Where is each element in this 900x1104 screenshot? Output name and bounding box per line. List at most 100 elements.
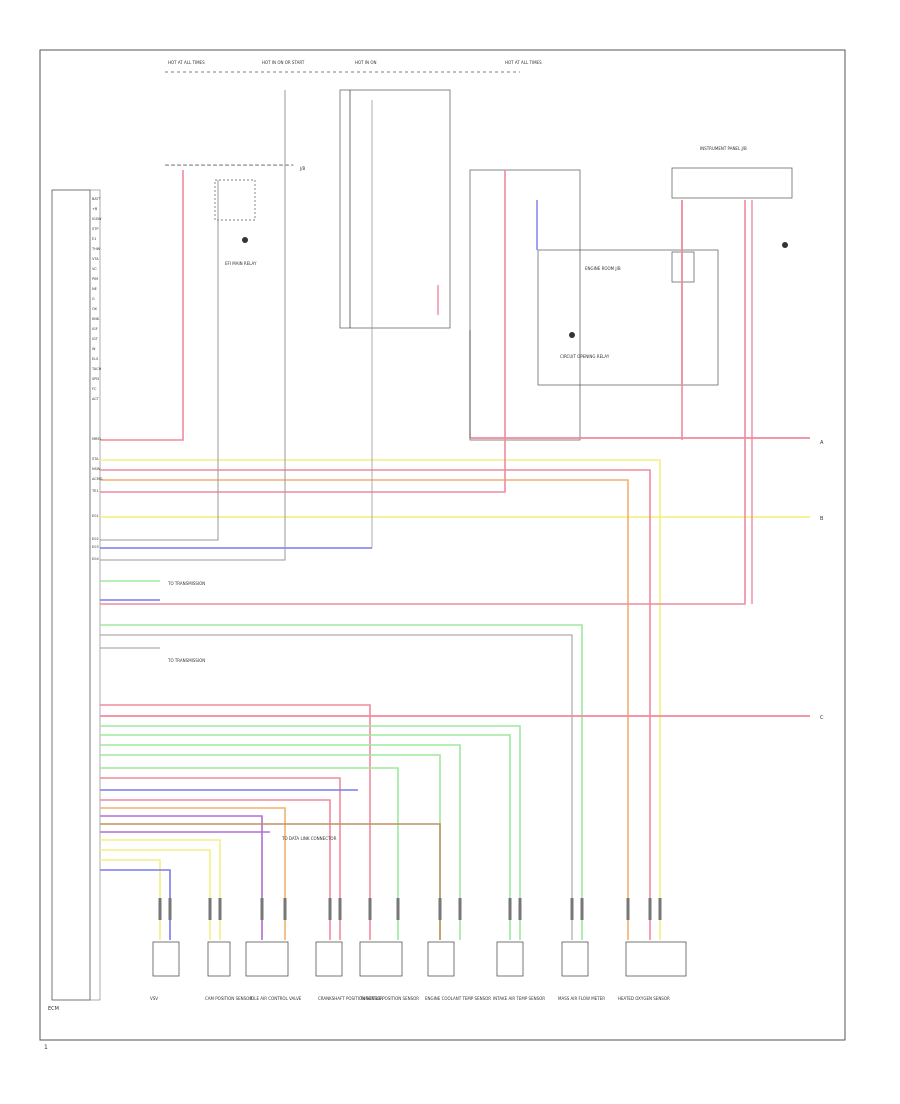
wire-yellow-5 xyxy=(100,860,160,940)
connector-tick-19 xyxy=(659,898,662,920)
ecm-connector-strip xyxy=(90,190,100,1000)
connector-tick-14 xyxy=(519,898,522,920)
ecm-pin-label-29: E03 xyxy=(92,545,99,549)
ecm-pin-label-16: W xyxy=(92,347,96,351)
wire-yellow-4 xyxy=(100,850,210,940)
wire-green-7 xyxy=(100,768,398,940)
connector-tick-12 xyxy=(459,898,462,920)
ecm-pin-label-2: +B xyxy=(92,207,98,211)
component-box-1 xyxy=(153,942,179,976)
ecm-pin-label-6: THW xyxy=(91,247,101,251)
relay-coil-box xyxy=(672,252,694,282)
ecm-pin-label-11: G xyxy=(92,297,95,301)
top-label-3: HOT IN ON xyxy=(355,60,376,65)
connector-tick-10 xyxy=(397,898,400,920)
wire-green-6 xyxy=(100,755,440,940)
top-label-4: HOT AT ALL TIMES xyxy=(505,60,542,65)
connector-tick-1 xyxy=(159,898,162,920)
component-box-6 xyxy=(428,942,454,976)
right-ref-c: C xyxy=(820,715,824,721)
ecm-label: ECM xyxy=(48,1006,59,1012)
wire-green-5 xyxy=(100,745,460,940)
ecm-pin-label-12: OX xyxy=(92,307,98,311)
note-2: TO TRANSMISSION xyxy=(167,658,205,663)
connector-tick-2 xyxy=(169,898,172,920)
component-box-3 xyxy=(246,942,288,976)
connector-tick-18 xyxy=(649,898,652,920)
component-label-3: IDLE AIR CONTROL VALVE xyxy=(250,996,302,1001)
ecm-pin-label-26: TE1 xyxy=(91,489,99,493)
component-label-8: MASS AIR FLOW METER xyxy=(558,996,605,1001)
note-3: TO DATA LINK CONNECTOR xyxy=(281,836,337,841)
component-box-4 xyxy=(316,942,342,976)
connector-tick-9 xyxy=(369,898,372,920)
ecm-pin-label-10: NE xyxy=(92,287,97,291)
jb-label-1: J/B xyxy=(299,166,306,171)
ground-dot-2 xyxy=(569,332,575,338)
wire-gray-1 xyxy=(100,180,218,540)
ecm-pin-label-28: E02 xyxy=(92,537,99,541)
ecm-pin-label-25: ACMG xyxy=(92,477,103,481)
ecm-pin-label-4: STP xyxy=(92,227,98,231)
ecm-pin-label-21: ACT xyxy=(92,397,100,401)
ecm-pin-label-20: FC xyxy=(92,387,97,391)
component-box-7 xyxy=(497,942,523,976)
boxes-group xyxy=(52,72,792,1000)
connector-tick-16 xyxy=(581,898,584,920)
wire-orange-3 xyxy=(100,808,285,940)
ecm-pin-label-17: ELS xyxy=(92,357,99,361)
relay-ground-dot xyxy=(242,237,248,243)
wires-group xyxy=(100,90,810,940)
jb-label-3: INSTRUMENT PANEL J/B xyxy=(700,146,747,151)
component-label-7: INTAKE AIR TEMP SENSOR xyxy=(493,996,545,1001)
ecm-pin-label-23: STA xyxy=(92,457,99,461)
connector-tick-6 xyxy=(284,898,287,920)
ecm-pin-label-22: MREL xyxy=(92,437,102,441)
ecm-pin-label-27: E01 xyxy=(92,514,99,518)
ecm-pin-label-5: E1 xyxy=(92,237,96,241)
instrument-panel-jb-box xyxy=(672,168,792,198)
component-label-6: ENGINE COOLANT TEMP SENSOR xyxy=(425,996,491,1001)
ecm-pin-label-24: NSW xyxy=(92,467,101,471)
wire-red-3 xyxy=(100,170,505,492)
connector-tick-5 xyxy=(261,898,264,920)
wire-gray-2 xyxy=(100,90,285,560)
connector-tick-11 xyxy=(439,898,442,920)
component-box-9 xyxy=(626,942,686,976)
wire-orange-2 xyxy=(100,480,628,940)
right-ref-b: B xyxy=(820,516,824,522)
ecm-pin-label-7: VTA xyxy=(92,257,99,261)
ecm-pin-label-3: IGSW xyxy=(92,217,102,221)
wire-yellow-1 xyxy=(100,460,660,940)
component-label-5: THROTTLE POSITION SENSOR xyxy=(359,996,419,1001)
ecm-pin-label-19: SPD xyxy=(92,377,99,381)
ecm-pin-label-30: E04 xyxy=(92,557,99,561)
component-labels: VSV CAM POSITION SENSOR IDLE AIR CONTROL… xyxy=(150,996,670,1001)
jb-label-2: ENGINE ROOM J/B xyxy=(585,266,621,271)
ecm-pin-label-9: PIM xyxy=(92,277,98,281)
top-label-2: HOT IN ON OR START xyxy=(262,60,305,65)
component-box-8 xyxy=(562,942,588,976)
ecm-pin-label-8: VC xyxy=(92,267,97,271)
ecm-pin-labels: BATT+BIGSWSTPE1THWVTAVCPIMNEGOXKNKIGFIGT… xyxy=(91,197,103,561)
ecm-pin-label-1: BATT xyxy=(92,197,102,201)
component-box-2 xyxy=(208,942,230,976)
connector-tick-7 xyxy=(329,898,332,920)
component-label-2: CAM POSITION SENSOR xyxy=(205,996,252,1001)
middle-jb-box xyxy=(340,90,450,328)
ecm-pin-label-18: TACH xyxy=(91,367,102,371)
component-label-1: VSV xyxy=(150,996,158,1001)
wire-brown-1 xyxy=(100,824,440,940)
component-box-5 xyxy=(360,942,402,976)
connector-tick-8 xyxy=(339,898,342,920)
connector-tick-3 xyxy=(209,898,212,920)
wire-red-ip xyxy=(100,200,745,604)
ground-dot-3 xyxy=(782,242,788,248)
circuit-opening-relay-box xyxy=(538,250,718,385)
note-1: TO TRANSMISSION xyxy=(167,581,205,586)
ecm-box xyxy=(52,190,90,1000)
relay-label-2: CIRCUIT OPENING RELAY xyxy=(560,354,610,359)
right-ref-a: A xyxy=(820,440,824,446)
